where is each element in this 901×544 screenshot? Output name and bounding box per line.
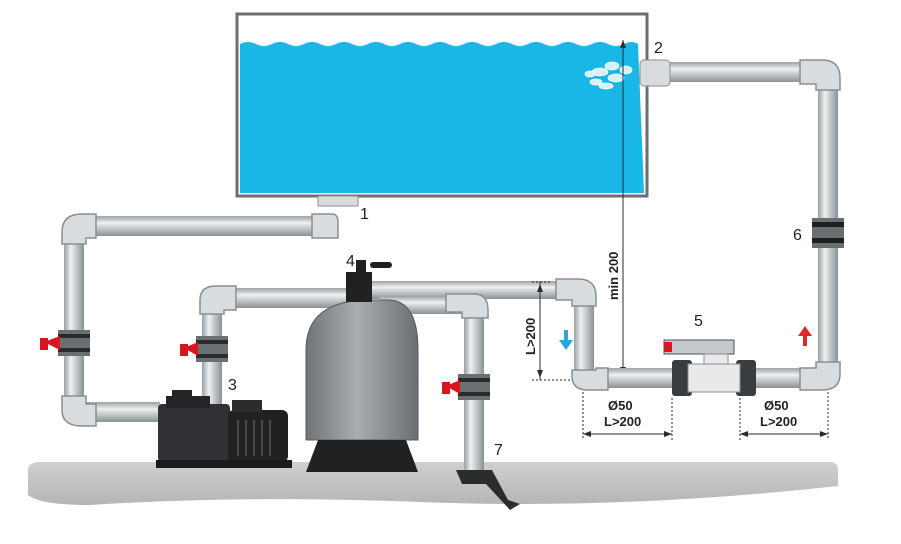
label-inlet: 2 (654, 40, 663, 57)
label-valve: 4 (346, 253, 355, 270)
pool (235, 12, 649, 198)
backwash-ball-valve (442, 374, 490, 400)
dimension-riser-length: L>200 (523, 318, 538, 355)
pump (156, 390, 292, 468)
drain (456, 470, 520, 510)
valve-lever-icon (370, 262, 392, 268)
dimension-left-diameter: Ø50 (608, 398, 633, 413)
dimension-left-length: L>200 (604, 414, 641, 429)
heater (663, 339, 756, 396)
label-skimmer: 1 (360, 206, 369, 223)
pump-outlet-ball-valve (180, 336, 228, 362)
valve-handle-icon (44, 336, 60, 350)
arrow-up-icon (798, 326, 812, 346)
arrow-down-icon (559, 330, 573, 350)
skimmer-fitting (317, 195, 359, 207)
union-fitting (812, 218, 844, 248)
left-ball-valve (40, 330, 90, 356)
sand-filter (305, 260, 419, 472)
inlet-fitting (639, 59, 671, 87)
pipe-elbows (61, 59, 841, 427)
dimension-right-length: L>200 (760, 414, 797, 429)
label-union: 6 (793, 227, 802, 244)
dimension-min-height: min 200 (606, 252, 621, 300)
pool-water (240, 42, 644, 193)
label-heater: 5 (694, 313, 703, 330)
label-pump: 3 (228, 377, 237, 394)
ground (28, 462, 838, 505)
label-drain: 7 (494, 442, 503, 459)
dimension-right-diameter: Ø50 (764, 398, 789, 413)
